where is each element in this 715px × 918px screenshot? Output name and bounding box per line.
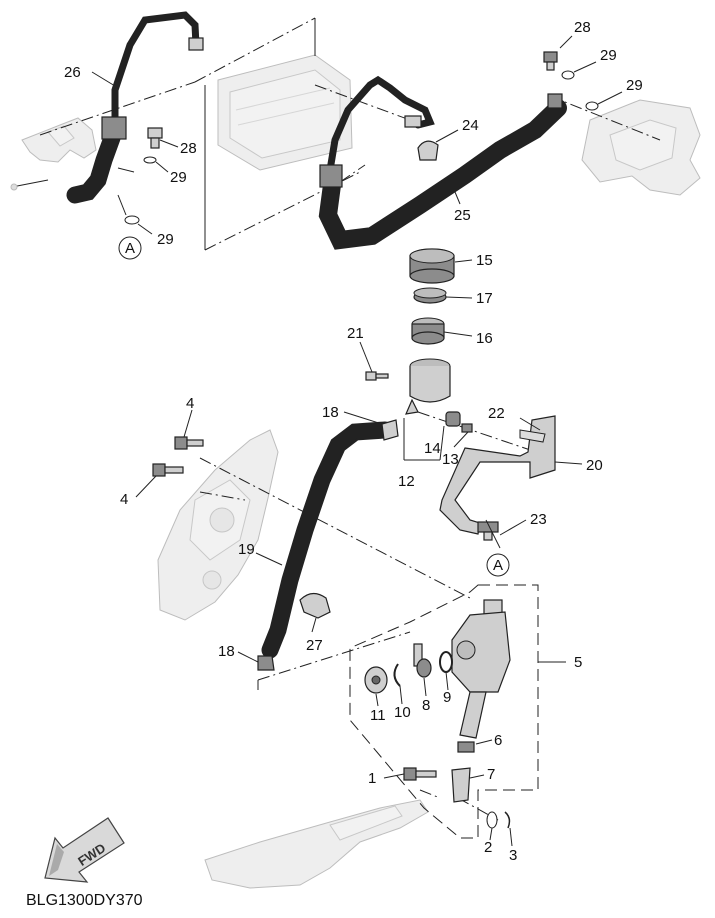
callout-26: 26 [64,64,81,81]
diagram-code: BLG1300DY370 [26,892,143,909]
callout-18-top: 18 [322,404,339,421]
circlip-10 [393,663,401,687]
clamp-24 [417,140,439,161]
gasket-29-right-a [561,70,575,80]
callout-29-left-a: 29 [170,169,187,186]
svg-text:A: A [125,240,135,257]
callout-29-left-b: 29 [157,231,174,248]
callout-1: 1 [368,770,376,787]
piston-8 [413,643,432,678]
callout-11: 11 [370,707,386,724]
callout-10: 10 [394,704,411,721]
callout-labels: 26 28 29 29 28 29 29 24 25 15 17 16 21 1… [64,19,643,864]
master-cylinder-body-5 [451,599,511,739]
svg-text:A: A [493,557,503,574]
bolt-28-left [147,127,163,149]
bolt-4-lower [152,463,184,477]
clamp-27 [299,592,331,619]
callout-13: 13 [442,451,459,468]
screw-13 [461,423,473,433]
brake-hose-25 [318,93,567,250]
gasket-29-left-b [124,215,140,225]
callout-3: 3 [509,847,517,864]
washer-2 [486,811,498,829]
brake-pipe-26 [111,11,204,134]
ghost-rear-caliper-left [10,117,97,191]
callout-28-right: 28 [574,19,591,36]
reference-marker-a-right: A [486,553,510,577]
gasket-29-right-b [585,101,599,111]
plate-22 [519,429,546,443]
callout-5: 5 [574,654,582,671]
callout-18-bottom: 18 [218,643,235,660]
bolt-28-right [543,51,558,71]
ghost-rear-caliper-right [581,99,701,196]
hose-clip-18-bottom [257,655,275,671]
hose-clip-18-top [381,419,399,441]
callout-25: 25 [454,207,471,224]
callout-23: 23 [530,511,547,528]
callout-20: 20 [586,457,603,474]
reservoir-tank [405,358,451,415]
ghost-abs-unit [217,54,353,171]
boot-11 [364,666,388,694]
callout-17: 17 [476,290,493,307]
bolt-4-upper [174,436,204,450]
callout-28-left: 28 [180,140,197,157]
callout-9: 9 [443,689,451,706]
callout-29-right-a: 29 [600,47,617,64]
bolt-1 [403,767,437,781]
reservoir-cap-15 [409,248,455,284]
alignment-lines [39,17,661,821]
callout-4-lower: 4 [120,491,128,508]
callout-29-right-b: 29 [626,77,643,94]
callout-27: 27 [306,637,323,654]
callout-22: 22 [488,405,505,422]
forward-direction-arrow: FWD [44,817,125,883]
callout-21: 21 [347,325,364,342]
clevis-7 [451,767,471,803]
bolt-23 [477,521,499,541]
callout-2: 2 [484,839,492,856]
ghost-footrest-bracket [157,429,279,621]
callout-19: 19 [238,541,255,558]
reference-marker-a-left: A [118,236,142,260]
callout-14: 14 [424,440,441,457]
brake-pipe-center [326,75,435,174]
callout-8: 8 [422,697,430,714]
master-cylinder-assembly-boundary [349,584,539,839]
gasket-29-left-a [143,156,157,164]
oring-9 [439,651,453,673]
callout-15: 15 [476,252,493,269]
diaphragm-17 [413,287,447,304]
ghost-brake-pedal [204,799,429,889]
callout-24: 24 [462,117,479,134]
callout-12: 12 [398,473,415,490]
reservoir-bracket-20 [439,415,556,535]
nut-6 [457,741,475,753]
callout-6: 6 [494,732,502,749]
brake-hose-left [66,116,127,204]
cotter-pin-3 [504,811,511,829]
bolt-21 [365,371,389,381]
diaphragm-holder-16 [411,317,445,345]
reservoir-hose-19 [261,421,394,659]
collar-14 [445,411,461,427]
callout-4-upper: 4 [186,395,194,412]
leader-lines [91,35,623,847]
callout-7: 7 [487,766,495,783]
callout-16: 16 [476,330,493,347]
